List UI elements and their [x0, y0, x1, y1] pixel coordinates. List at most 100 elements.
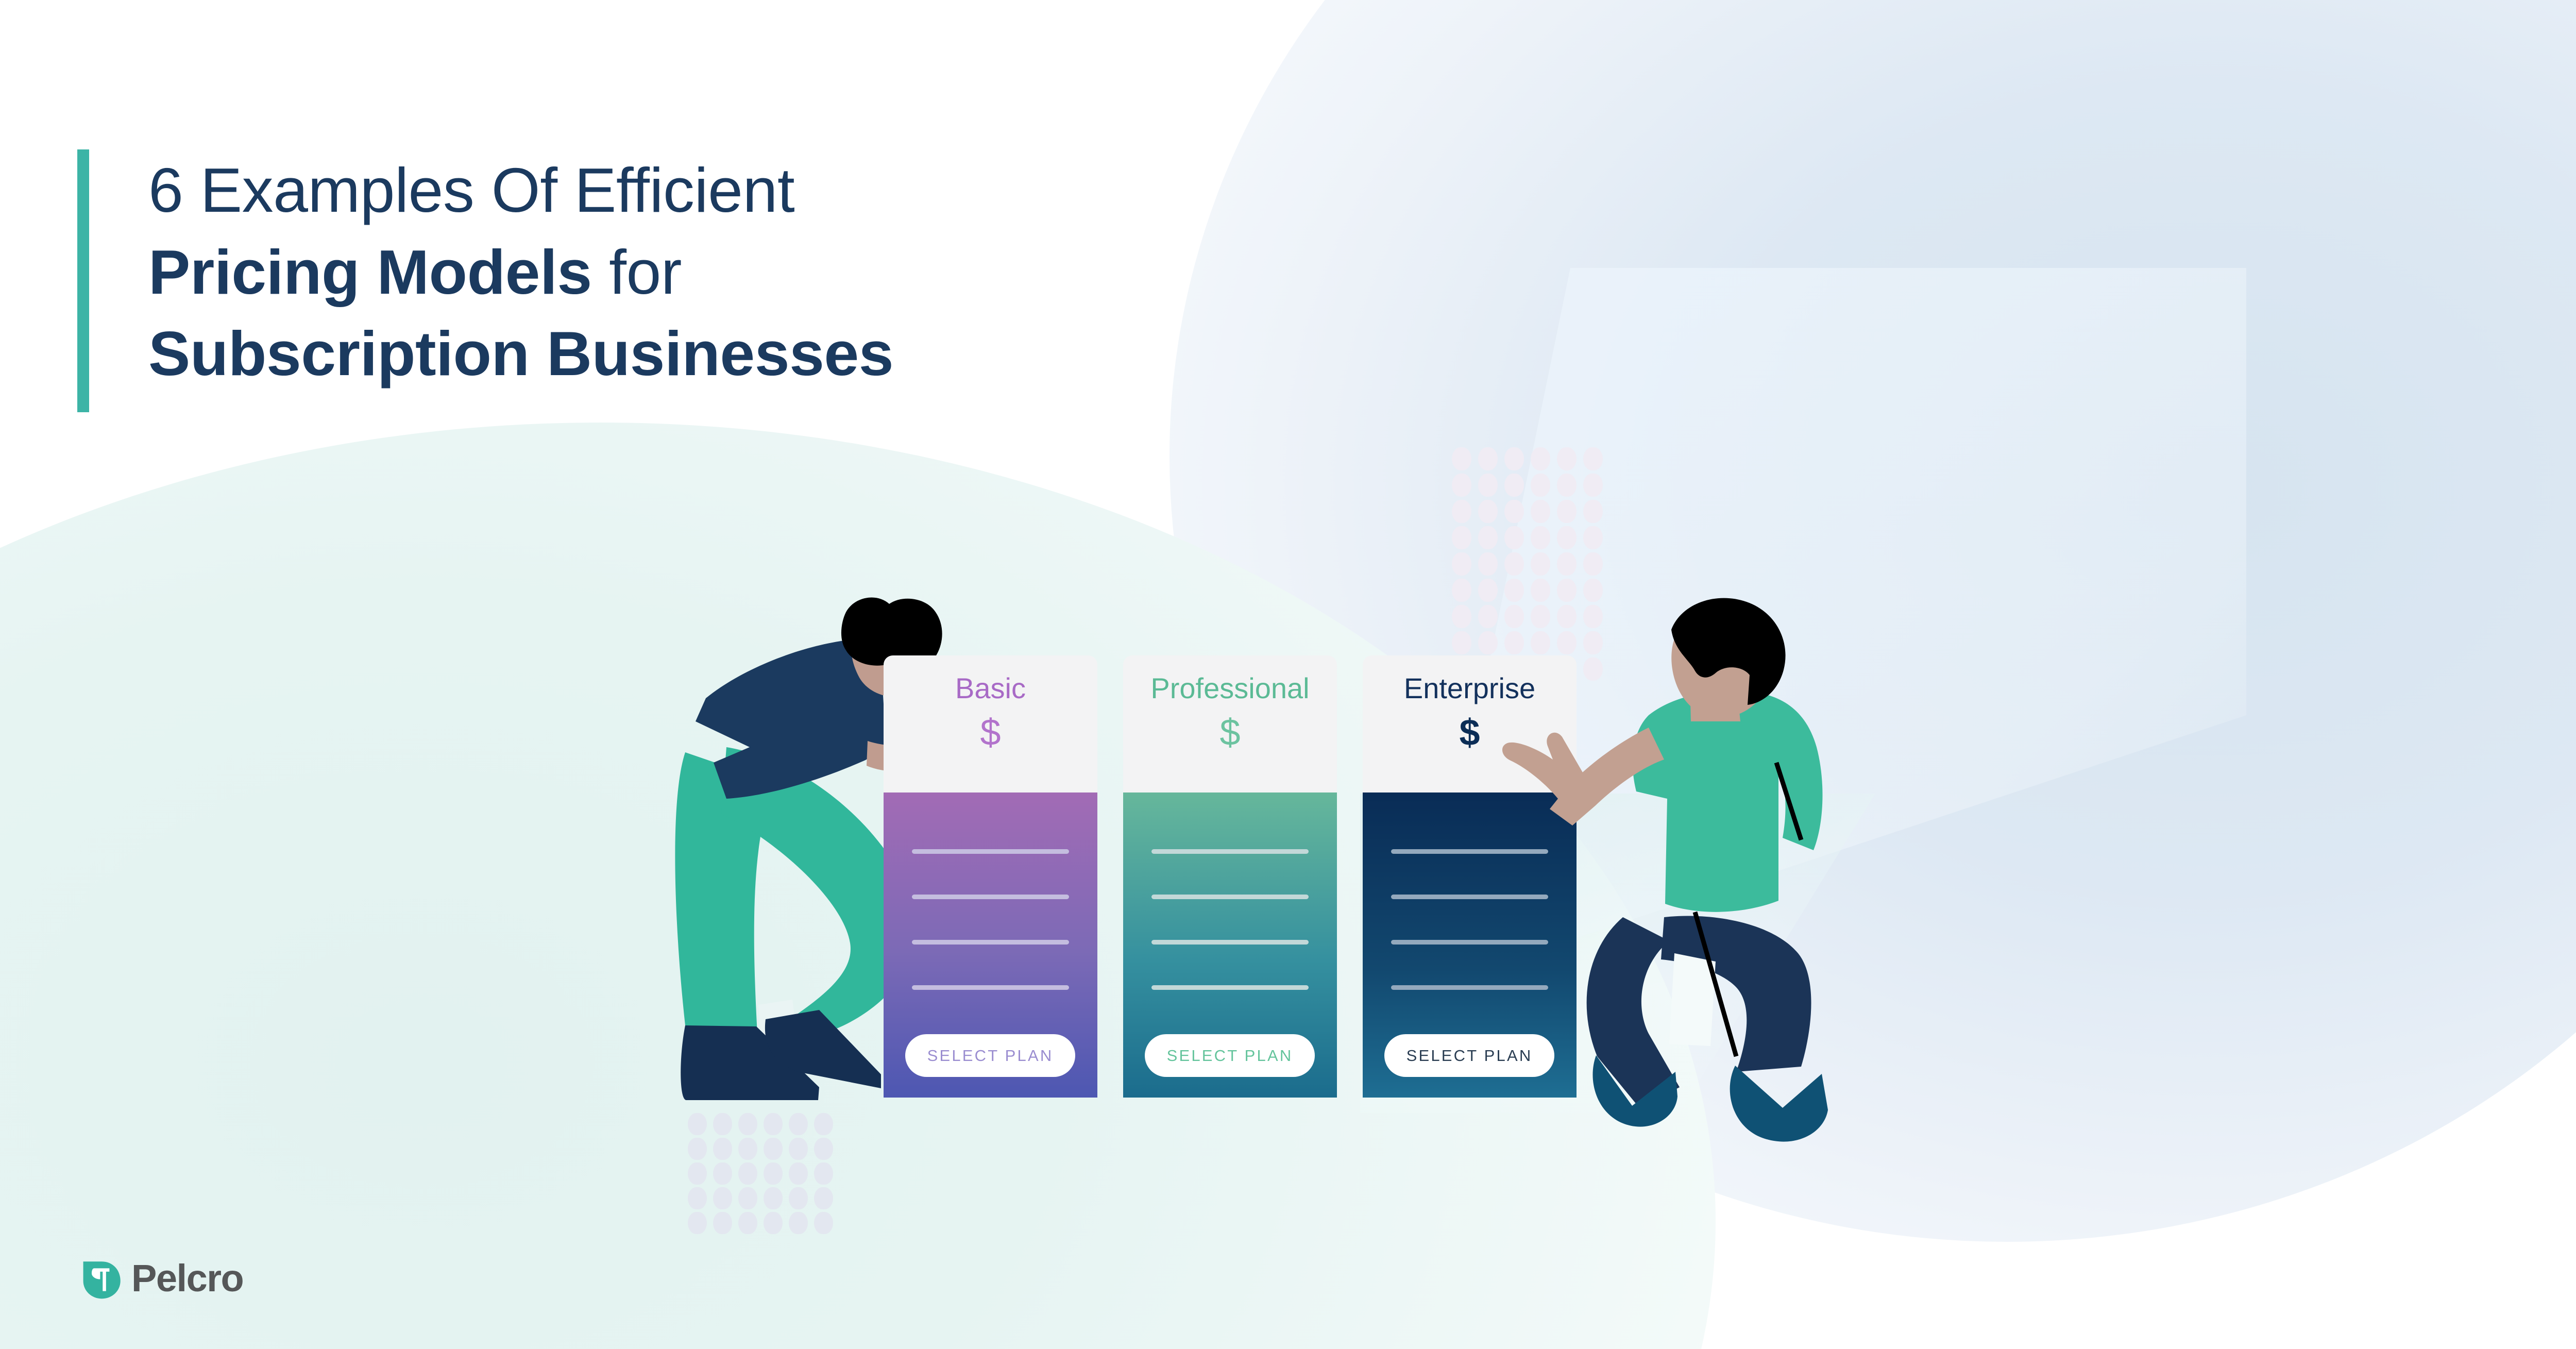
decorative-dot: [1478, 552, 1498, 576]
decorative-dot: [1478, 447, 1498, 470]
pricing-card-professional-title: Professional: [1150, 672, 1310, 704]
decorative-dot: [1504, 474, 1524, 497]
decorative-dot: [713, 1162, 732, 1185]
right-person-hand: [1502, 732, 1587, 806]
decorative-dot: [1583, 500, 1603, 523]
left-person-back-shoe: [681, 1025, 819, 1100]
decorative-dot: [1504, 526, 1524, 549]
pricing-card-enterprise-body: SELECT PLAN: [1363, 792, 1577, 1098]
decorative-dot: [1531, 474, 1550, 497]
feature-line: [912, 985, 1069, 990]
decorative-dot: [789, 1162, 808, 1185]
left-person-front-leg: [721, 747, 918, 1035]
feature-line: [1391, 895, 1548, 899]
decorative-dot: [814, 1187, 833, 1209]
feature-line: [1391, 849, 1548, 854]
accent-bar: [77, 149, 89, 412]
left-person-front-shoe: [765, 1010, 881, 1088]
decorative-dot: [1557, 526, 1577, 549]
decorative-dot: [1504, 447, 1524, 470]
brand-name: Pelcro: [131, 1257, 244, 1300]
left-person-hair: [841, 597, 942, 674]
pricing-card-basic-price: $: [980, 712, 1001, 753]
decorative-dot: [764, 1187, 783, 1209]
decorative-dot: [688, 1212, 707, 1234]
decorative-dot: [1452, 526, 1471, 549]
pricing-card-basic[interactable]: Basic $ SELECT PLAN: [884, 655, 1097, 1098]
feature-line: [912, 895, 1069, 899]
decorative-dot: [1557, 447, 1577, 470]
feature-line: [912, 940, 1069, 945]
decorative-dot: [688, 1187, 707, 1209]
decorative-dot: [1557, 552, 1577, 576]
decorative-dot: [1583, 526, 1603, 549]
headline-line-2-light: for: [591, 237, 682, 307]
select-plan-button-basic[interactable]: SELECT PLAN: [905, 1034, 1075, 1077]
decorative-dot: [1452, 474, 1471, 497]
right-person-hair: [1671, 598, 1786, 705]
brand-logo[interactable]: Pelcro: [80, 1257, 244, 1300]
decorative-dot: [764, 1162, 783, 1185]
decorative-dot: [688, 1162, 707, 1185]
pelcro-droplet-icon: [83, 1261, 121, 1299]
feature-line: [1391, 940, 1548, 945]
pricing-cards-group: Basic $ SELECT PLAN Professional $: [884, 655, 1577, 1098]
decorative-dot: [738, 1187, 757, 1209]
pricing-card-enterprise-title: Enterprise: [1403, 672, 1536, 704]
pricing-card-professional[interactable]: Professional $ SELECT PLAN: [1123, 655, 1337, 1098]
pricing-card-enterprise-price: $: [1459, 712, 1480, 753]
decorative-dot: [1478, 526, 1498, 549]
decorative-dot: [1583, 552, 1603, 576]
feature-line: [912, 849, 1069, 854]
decorative-dot: [1531, 447, 1550, 470]
pricing-card-basic-title: Basic: [955, 672, 1026, 704]
decorative-dot: [1452, 579, 1471, 602]
decorative-dot: [713, 1212, 732, 1234]
decorative-dot: [1452, 631, 1471, 654]
feature-line: [1151, 985, 1309, 990]
decorative-dot: [1531, 552, 1550, 576]
right-person-arm: [1550, 728, 1664, 825]
decorative-dot: [1504, 500, 1524, 523]
decorative-dot: [1531, 500, 1550, 523]
right-person-front-leg: [1661, 916, 1811, 1072]
pricing-card-professional-body: SELECT PLAN: [1123, 792, 1337, 1098]
pricing-card-enterprise[interactable]: Enterprise $ SELECT PLAN: [1363, 655, 1577, 1098]
feature-line: [1391, 985, 1548, 990]
decorative-dot: [1583, 447, 1603, 470]
decorative-dot: [1452, 447, 1471, 470]
headline-text-group: 6 Examples Of Efficient Pricing Models f…: [148, 149, 894, 412]
decorative-dot: [1557, 500, 1577, 523]
decorative-dot: [1452, 500, 1471, 523]
decorative-dot: [1478, 474, 1498, 497]
decorative-dot: [789, 1212, 808, 1234]
decorative-dot: [1504, 552, 1524, 576]
illustration-person-right: [1502, 598, 1828, 1142]
decorative-dot: [738, 1162, 757, 1185]
right-person-leg-seam: [1692, 911, 1739, 1057]
pricing-card-basic-header: Basic $: [884, 655, 1097, 792]
page-title: 6 Examples Of Efficient Pricing Models f…: [77, 149, 894, 412]
decorative-dot: [1531, 526, 1550, 549]
select-plan-button-enterprise[interactable]: SELECT PLAN: [1384, 1034, 1554, 1077]
select-plan-button-professional[interactable]: SELECT PLAN: [1145, 1034, 1315, 1077]
pricing-card-professional-header: Professional $: [1123, 655, 1337, 792]
decorative-dot: [814, 1162, 833, 1185]
decorative-dot: [789, 1187, 808, 1209]
headline-line-3: Subscription Businesses: [148, 318, 894, 389]
feature-line: [1151, 895, 1309, 899]
right-person-back-leg: [1586, 917, 1680, 1108]
decorative-dot: [1478, 500, 1498, 523]
feature-line: [1151, 940, 1309, 945]
right-person-back-shoe: [1592, 1055, 1677, 1127]
headline-line-1: 6 Examples Of Efficient: [148, 155, 795, 225]
decorative-dot: [764, 1212, 783, 1234]
pricing-card-professional-price: $: [1219, 712, 1241, 753]
right-person-knee-highlight: [1669, 953, 1716, 1046]
decorative-dot: [1452, 605, 1471, 628]
decorative-dot: [1557, 474, 1577, 497]
feature-line: [1151, 849, 1309, 854]
headline-line-2: Pricing Models for: [148, 231, 893, 313]
decorative-dot: [738, 1212, 757, 1234]
